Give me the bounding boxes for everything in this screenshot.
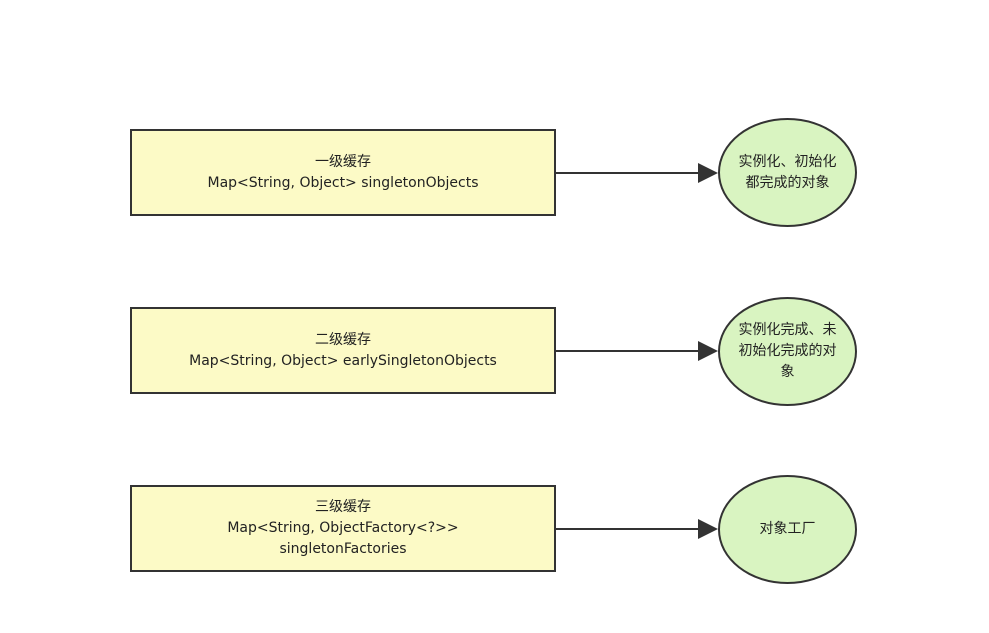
cache-declaration: Map<String, Object> singletonObjects: [207, 174, 479, 191]
cache-declaration-name: singletonFactories: [279, 541, 407, 557]
target-label: 实例化完成、未初始化完成的对象: [738, 322, 837, 380]
target-label: 对象工厂: [759, 521, 816, 537]
level-3-target-circle: 对象工厂: [718, 475, 857, 584]
level-3-cache-box: 三级缓存 Map<String, ObjectFactory<?>> singl…: [130, 485, 556, 572]
level-1-target-circle: 实例化、初始化都完成的对象: [718, 118, 857, 227]
level-1-cache-box: 一级缓存 Map<String, Object> singletonObject…: [130, 129, 556, 216]
cache-declaration: Map<String, Object> earlySingletonObject…: [189, 352, 497, 369]
cache-title: 三级缓存: [315, 499, 371, 515]
level-2-target-circle: 实例化完成、未初始化完成的对象: [718, 297, 857, 406]
cache-title: 二级缓存: [315, 331, 371, 348]
level-2-cache-box: 二级缓存 Map<String, Object> earlySingletonO…: [130, 307, 556, 394]
cache-title: 一级缓存: [315, 153, 371, 170]
cache-declaration-type: Map<String, ObjectFactory<?>>: [227, 520, 459, 536]
target-label: 实例化、初始化都完成的对象: [738, 153, 837, 191]
